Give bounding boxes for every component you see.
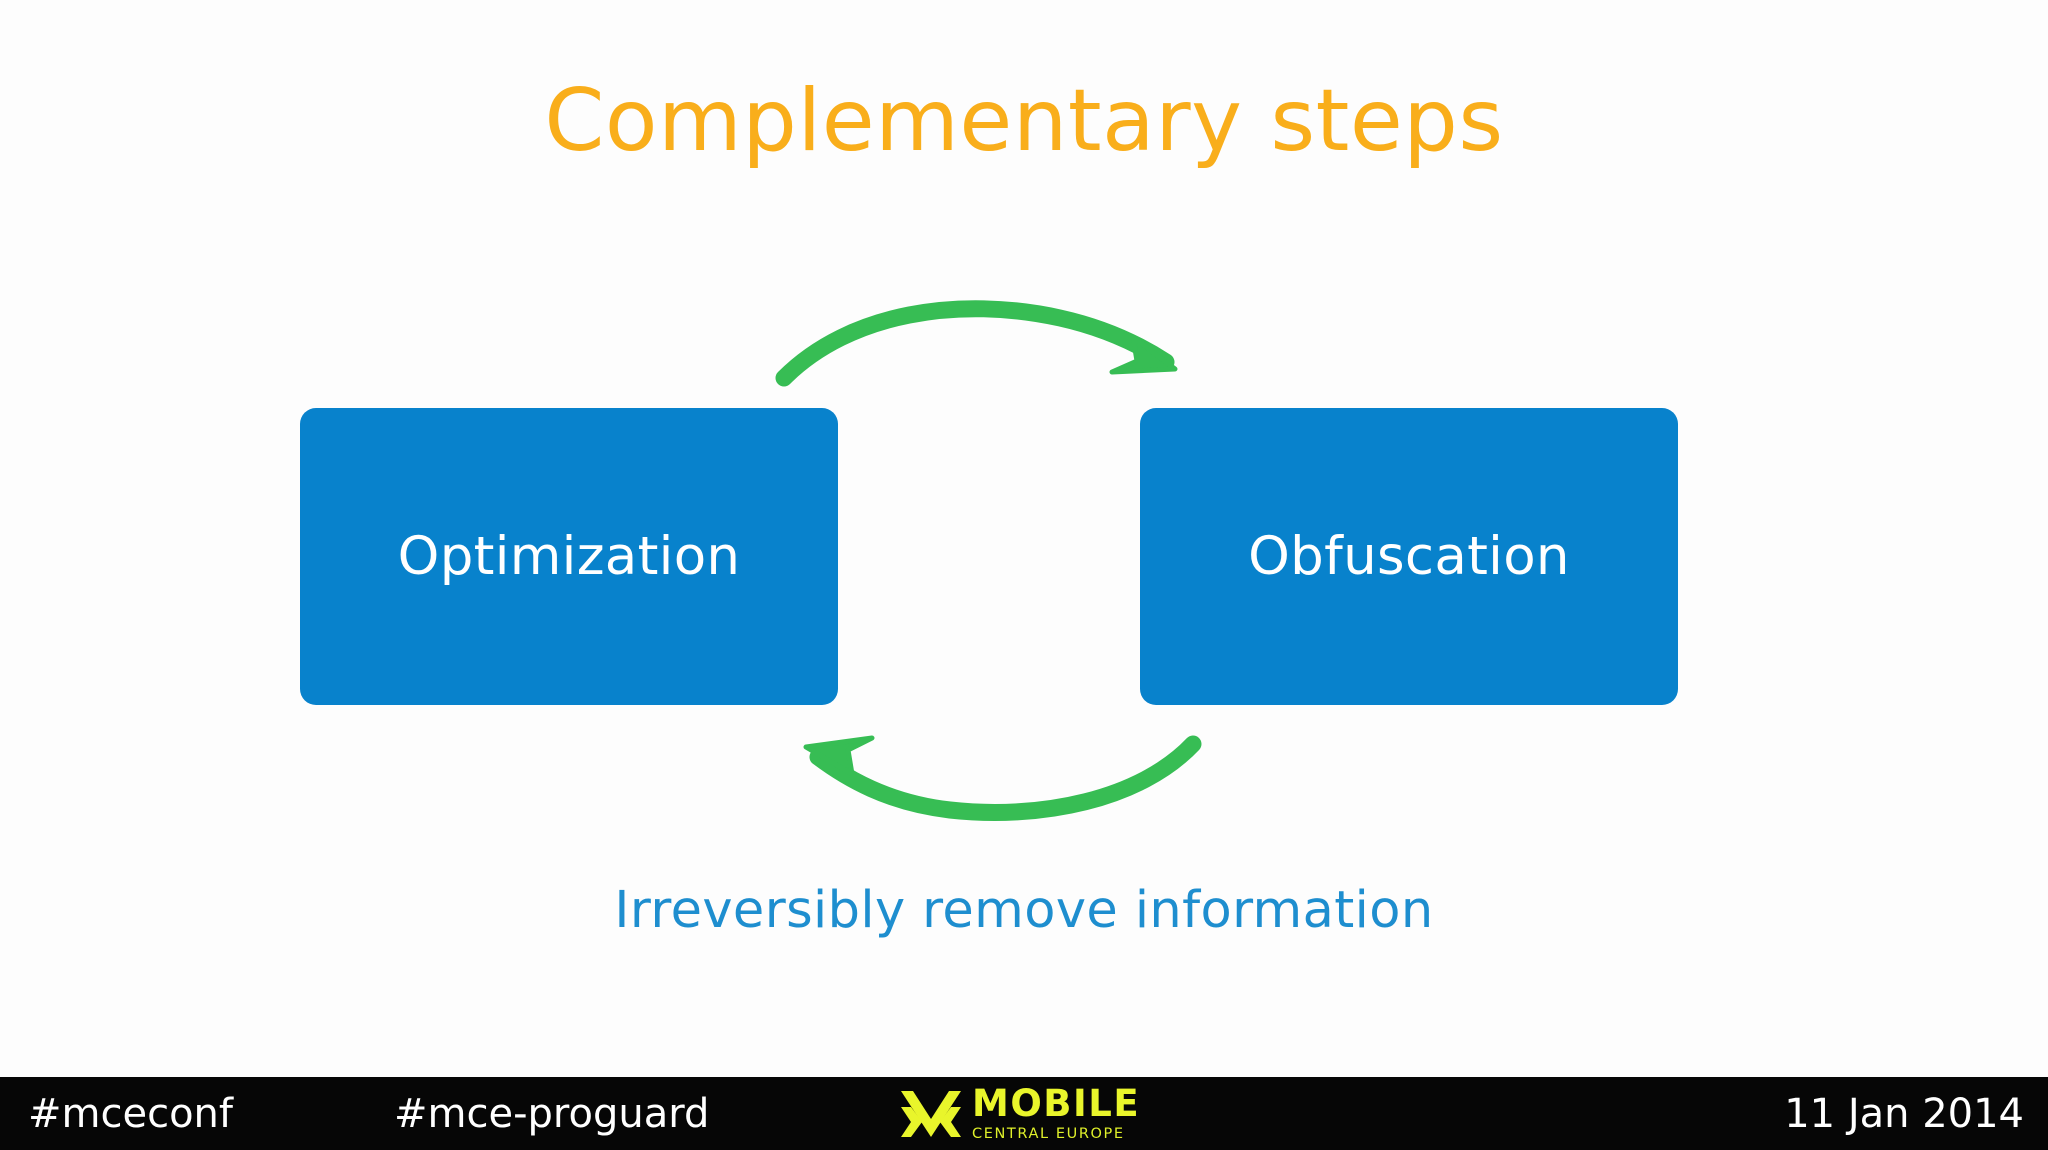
mce-logo-wordmark: MOBILE CENTRAL EUROPE [972, 1085, 1140, 1142]
mce-logo-word-main: MOBILE [972, 1082, 1141, 1126]
node-obfuscation-label: Obfuscation [1248, 526, 1570, 587]
node-obfuscation[interactable]: Obfuscation [1140, 408, 1678, 705]
node-optimization[interactable]: Optimization [300, 408, 838, 705]
mce-m-chevron-logo-icon [901, 1090, 961, 1137]
page-title: Complementary steps [544, 71, 1504, 171]
node-optimization-label: Optimization [397, 526, 741, 587]
mce-logo: MOBILE CENTRAL EUROPE [900, 1081, 1140, 1147]
slide-footer: #mceconf #mce-proguard MOBILE CENTRAL EU… [0, 1077, 2048, 1150]
footer-hashtag-conference: #mceconf [28, 1090, 233, 1137]
footer-hashtag-track: #mce-proguard [394, 1090, 710, 1137]
arrow-bottom [803, 735, 1202, 821]
diagram-caption: Irreversibly remove information [614, 881, 1434, 940]
arrow-top [775, 300, 1178, 387]
mce-logo-word-sub: CENTRAL EUROPE [972, 1126, 1125, 1143]
footer-date: 11 Jan 2014 [1784, 1090, 2024, 1137]
